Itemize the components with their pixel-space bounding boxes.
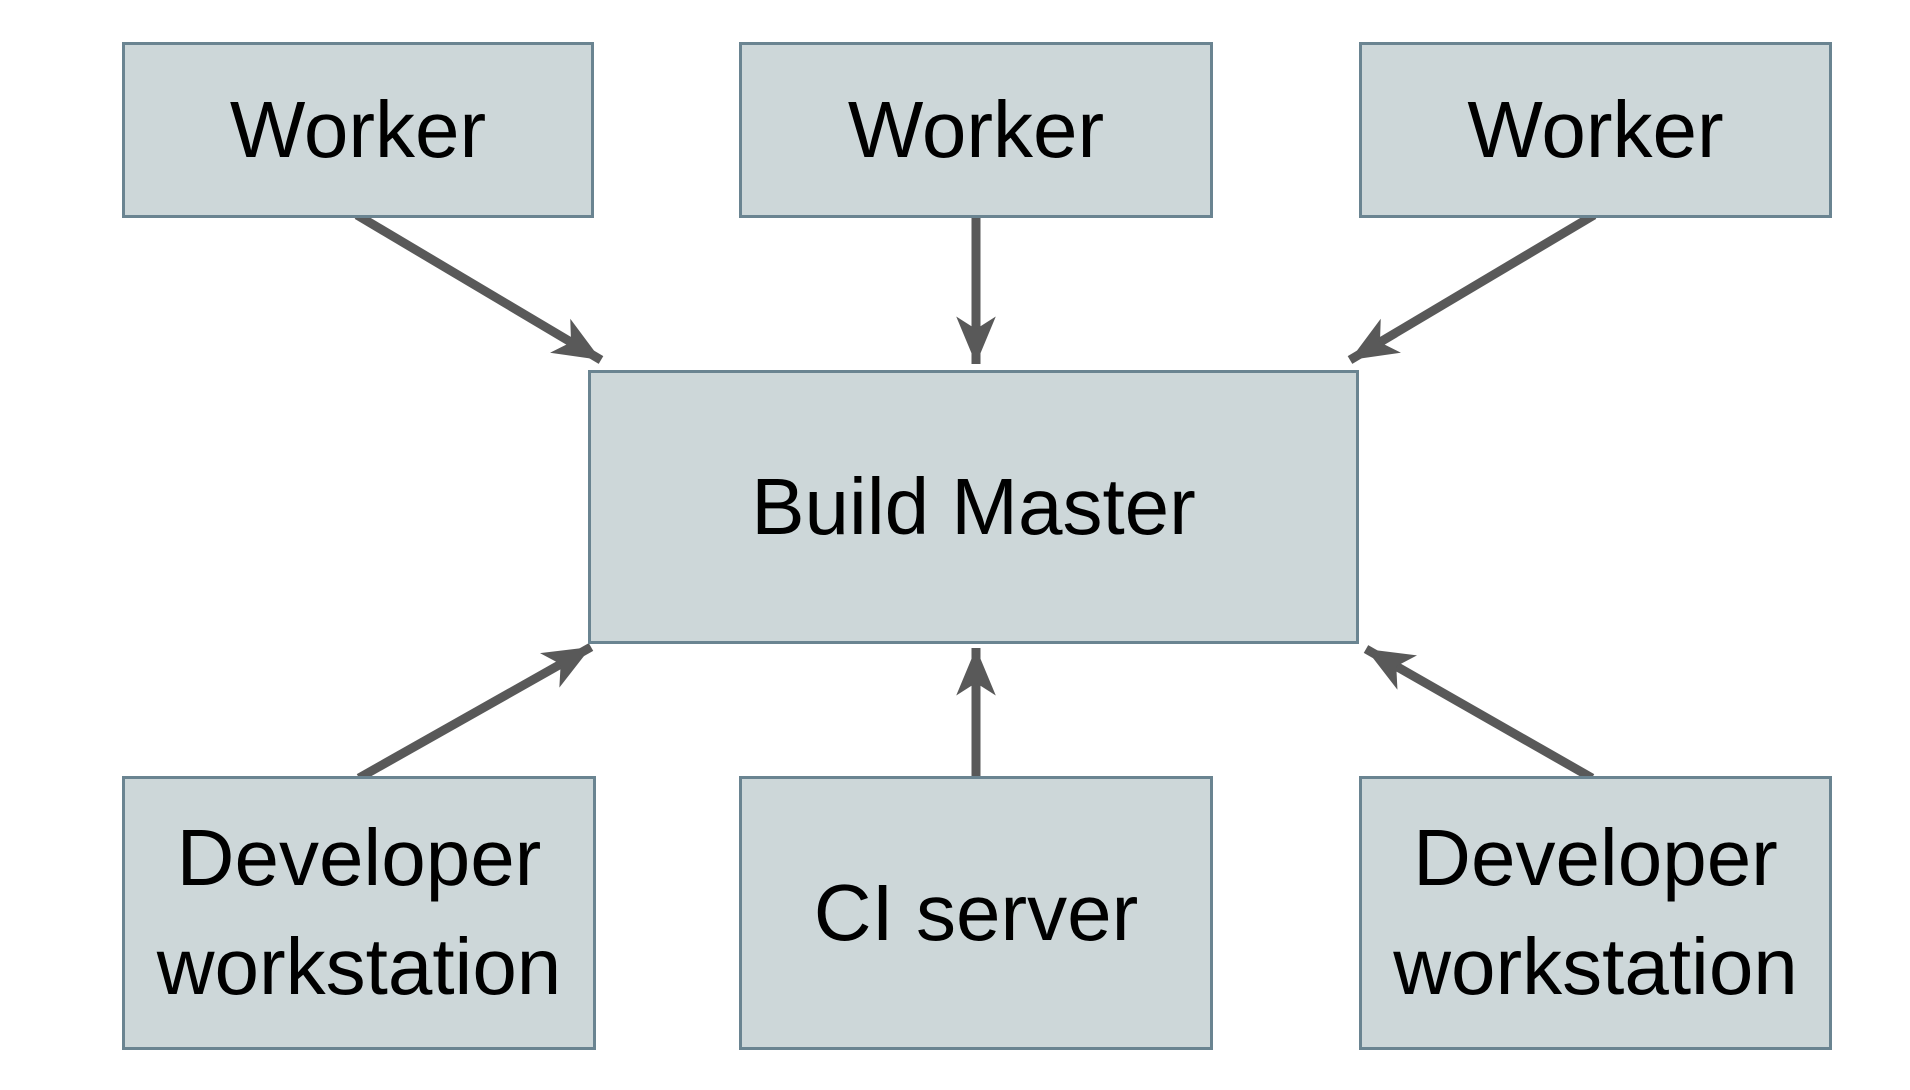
arrow-worker1-to-build-master: [354, 211, 604, 364]
node-developer-workstation-1: Developer workstation: [122, 776, 596, 1050]
node-worker-2: Worker: [739, 42, 1213, 218]
node-worker-2-label: Worker: [847, 84, 1105, 174]
node-ci-server: CI server: [739, 776, 1213, 1050]
node-worker-3: Worker: [1359, 42, 1832, 218]
node-worker-1: Worker: [122, 42, 594, 218]
node-build-master-label: Build Master: [751, 461, 1196, 551]
node-developer-workstation-2-label: Developer workstation: [1393, 813, 1798, 1011]
node-developer-workstation-1-label: Developer workstation: [156, 813, 562, 1011]
arrow-dev-workstation2-to-build-master: [1363, 645, 1595, 782]
node-worker-1-label: Worker: [229, 84, 487, 174]
node-worker-3-label: Worker: [1467, 84, 1724, 174]
node-developer-workstation-2: Developer workstation: [1359, 776, 1832, 1050]
node-ci-server-label: CI server: [813, 867, 1139, 957]
arrow-dev-workstation1-to-build-master: [356, 643, 594, 782]
arrow-worker3-to-build-master: [1347, 211, 1597, 364]
node-build-master: Build Master: [588, 370, 1359, 644]
